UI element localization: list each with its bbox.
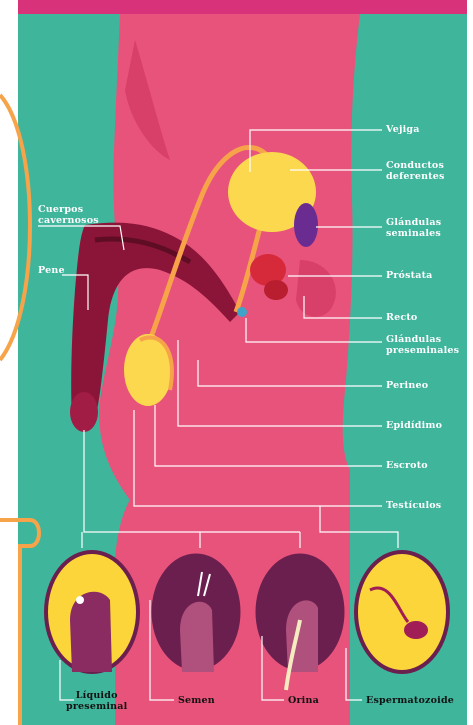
glans-shape xyxy=(70,392,98,432)
prostate-lower xyxy=(264,280,288,300)
label-orina: Orina xyxy=(288,695,319,706)
top-bar xyxy=(18,0,467,14)
label-pene: Pene xyxy=(38,265,65,276)
liquido-organ xyxy=(70,592,112,672)
label-glandulas-seminales: Glándulas seminales xyxy=(386,217,441,239)
label-testiculos: Testículos xyxy=(386,500,441,511)
label-semen: Semen xyxy=(178,695,215,706)
label-espermatozoide: Espermatozoide xyxy=(366,695,454,706)
label-glandulas-preseminales: Glándulas preseminales xyxy=(386,334,459,356)
label-recto: Recto xyxy=(386,312,417,323)
seminal-vesicle xyxy=(294,203,318,247)
label-cuerpos-cavernosos: Cuerpos cavernosos xyxy=(38,204,99,226)
label-perineo: Perineo xyxy=(386,380,428,391)
label-epididimo: Epidídimo xyxy=(386,420,442,431)
label-conductos-deferentes: Conductos deferentes xyxy=(386,160,445,182)
label-liquido-preseminal: Líquido preseminal xyxy=(66,690,127,712)
label-prostata: Próstata xyxy=(386,270,433,281)
label-escroto: Escroto xyxy=(386,460,428,471)
semen-organ xyxy=(180,602,214,672)
sperm-icon xyxy=(404,621,428,639)
label-vejiga: Vejiga xyxy=(386,124,420,135)
preseminal-gland xyxy=(237,307,247,317)
drop-icon xyxy=(76,596,84,604)
